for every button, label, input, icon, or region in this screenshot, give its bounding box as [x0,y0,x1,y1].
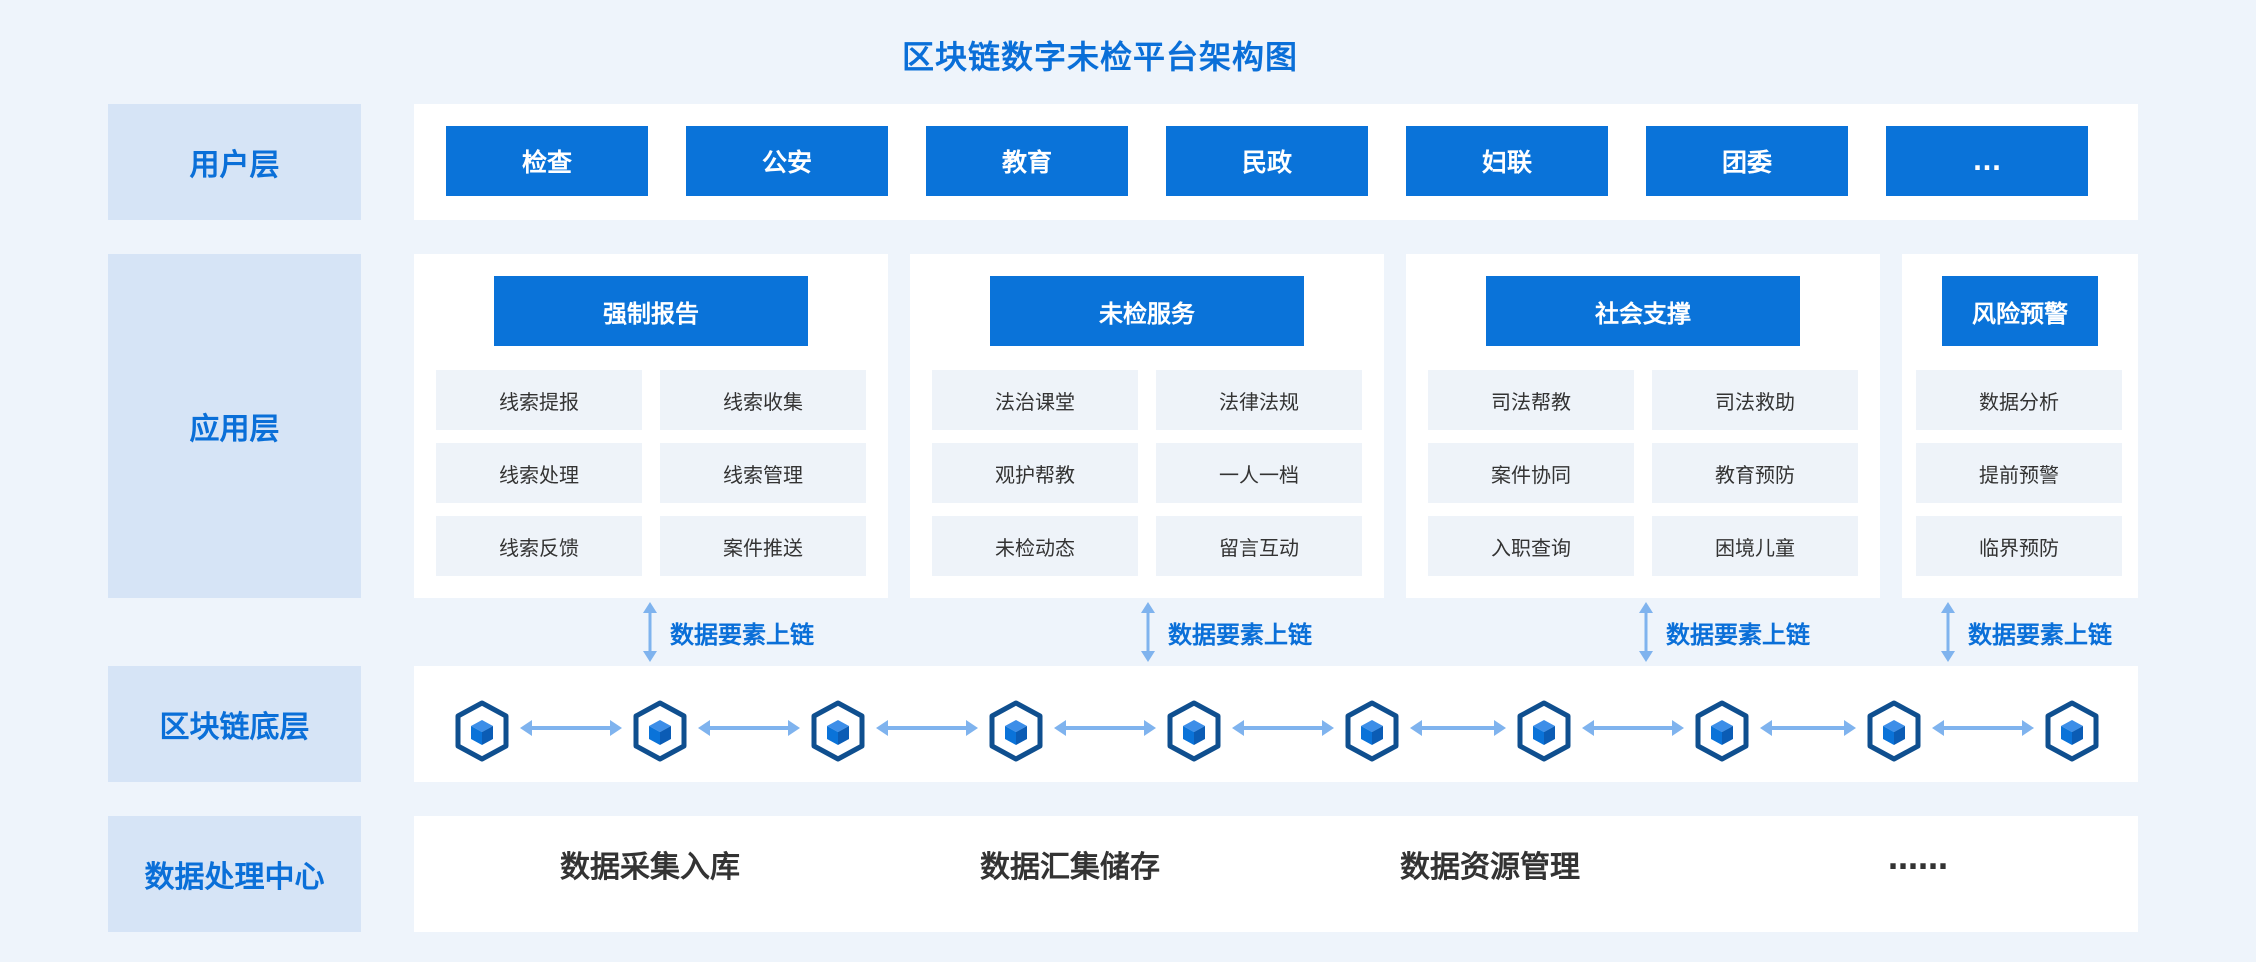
cube-icon [809,700,867,762]
cube-icon [1865,700,1923,762]
app-item[interactable]: 观护帮教 [932,443,1138,503]
user-btn-jiancha[interactable]: 检查 [446,126,648,196]
double-arrow-icon [1941,602,1955,662]
app-panel-juvenile-service: 未检服务 法治课堂 法律法规 观护帮教 一人一档 未检动态 留言互动 [910,254,1384,598]
app-item[interactable]: 法律法规 [1156,370,1362,430]
chain-layer-panel [414,666,2138,782]
app-item[interactable]: 留言互动 [1156,516,1362,576]
app-panel-social-support: 社会支撑 司法帮教 司法救助 案件协同 教育预防 入职查询 困境儿童 [1406,254,1880,598]
user-btn-more[interactable]: ... [1886,126,2088,196]
chain-link-2: 数据要素上链 [1138,602,1312,662]
data-center-panel [414,816,2138,932]
chain-link-label: 数据要素上链 [1168,620,1312,649]
cube-icon [631,700,689,762]
app-head-mandatory-report[interactable]: 强制报告 [494,276,808,346]
user-btn-jiaoyu[interactable]: 教育 [926,126,1128,196]
app-item[interactable]: 线索处理 [436,443,642,503]
data-item-manage: 数据资源管理 [1400,850,1580,885]
double-arrow-icon [1054,713,1156,743]
double-arrow-icon [1932,713,2034,743]
data-item-more: …… [1888,842,1948,877]
double-arrow-icon [876,713,978,743]
double-arrow-icon [1232,713,1334,743]
chain-link-label: 数据要素上链 [1968,620,2112,649]
app-head-risk-warning[interactable]: 风险预警 [1942,276,2098,346]
app-item[interactable]: 提前预警 [1916,443,2122,503]
chain-link-label: 数据要素上链 [670,620,814,649]
double-arrow-icon [643,602,657,662]
double-arrow-icon [1582,713,1684,743]
layer-label-chain: 区块链底层 [108,666,361,782]
app-panel-mandatory-report: 强制报告 线索提报 线索收集 线索处理 线索管理 线索反馈 案件推送 [414,254,888,598]
chain-link-1: 数据要素上链 [640,602,814,662]
double-arrow-icon [1639,602,1653,662]
double-arrow-icon [1410,713,1506,743]
double-arrow-icon [1760,713,1856,743]
app-item[interactable]: 数据分析 [1916,370,2122,430]
app-item[interactable]: 案件推送 [660,516,866,576]
app-item[interactable]: 入职查询 [1428,516,1634,576]
layer-label-user: 用户层 [108,104,361,220]
chain-link-4: 数据要素上链 [1938,602,2112,662]
user-layer-panel: 检查 公安 教育 民政 妇联 团委 ... [414,104,2138,220]
page-title: 区块链数字未检平台架构图 [901,38,1298,76]
app-item[interactable]: 法治课堂 [932,370,1138,430]
layer-label-data: 数据处理中心 [108,816,361,932]
double-arrow-icon [1141,602,1155,662]
app-item[interactable]: 线索反馈 [436,516,642,576]
app-item[interactable]: 线索管理 [660,443,866,503]
user-btn-gongan[interactable]: 公安 [686,126,888,196]
app-panel-risk-warning: 风险预警 数据分析 提前预警 临界预防 [1902,254,2138,598]
app-item[interactable]: 教育预防 [1652,443,1858,503]
cube-icon [1165,700,1223,762]
app-item[interactable]: 司法救助 [1652,370,1858,430]
app-head-social-support[interactable]: 社会支撑 [1486,276,1800,346]
app-item[interactable]: 案件协同 [1428,443,1634,503]
double-arrow-icon [520,713,622,743]
app-item[interactable]: 一人一档 [1156,443,1362,503]
user-btn-minzheng[interactable]: 民政 [1166,126,1368,196]
app-item[interactable]: 线索收集 [660,370,866,430]
cube-icon [453,700,511,762]
cube-icon [987,700,1045,762]
app-item[interactable]: 司法帮教 [1428,370,1634,430]
cube-icon [1343,700,1401,762]
cube-icon [2043,700,2101,762]
data-item-collect: 数据采集入库 [560,850,740,885]
app-head-juvenile-service[interactable]: 未检服务 [990,276,1304,346]
app-item[interactable]: 未检动态 [932,516,1138,576]
chain-link-label: 数据要素上链 [1666,620,1810,649]
cube-icon [1515,700,1573,762]
user-btn-fulian[interactable]: 妇联 [1406,126,1608,196]
data-item-store: 数据汇集储存 [980,850,1160,885]
app-item[interactable]: 线索提报 [436,370,642,430]
cube-icon [1693,700,1751,762]
layer-label-app: 应用层 [108,254,361,598]
app-item[interactable]: 临界预防 [1916,516,2122,576]
app-item[interactable]: 困境儿童 [1652,516,1858,576]
double-arrow-icon [698,713,800,743]
chain-link-3: 数据要素上链 [1636,602,1810,662]
user-btn-tuanwei[interactable]: 团委 [1646,126,1848,196]
